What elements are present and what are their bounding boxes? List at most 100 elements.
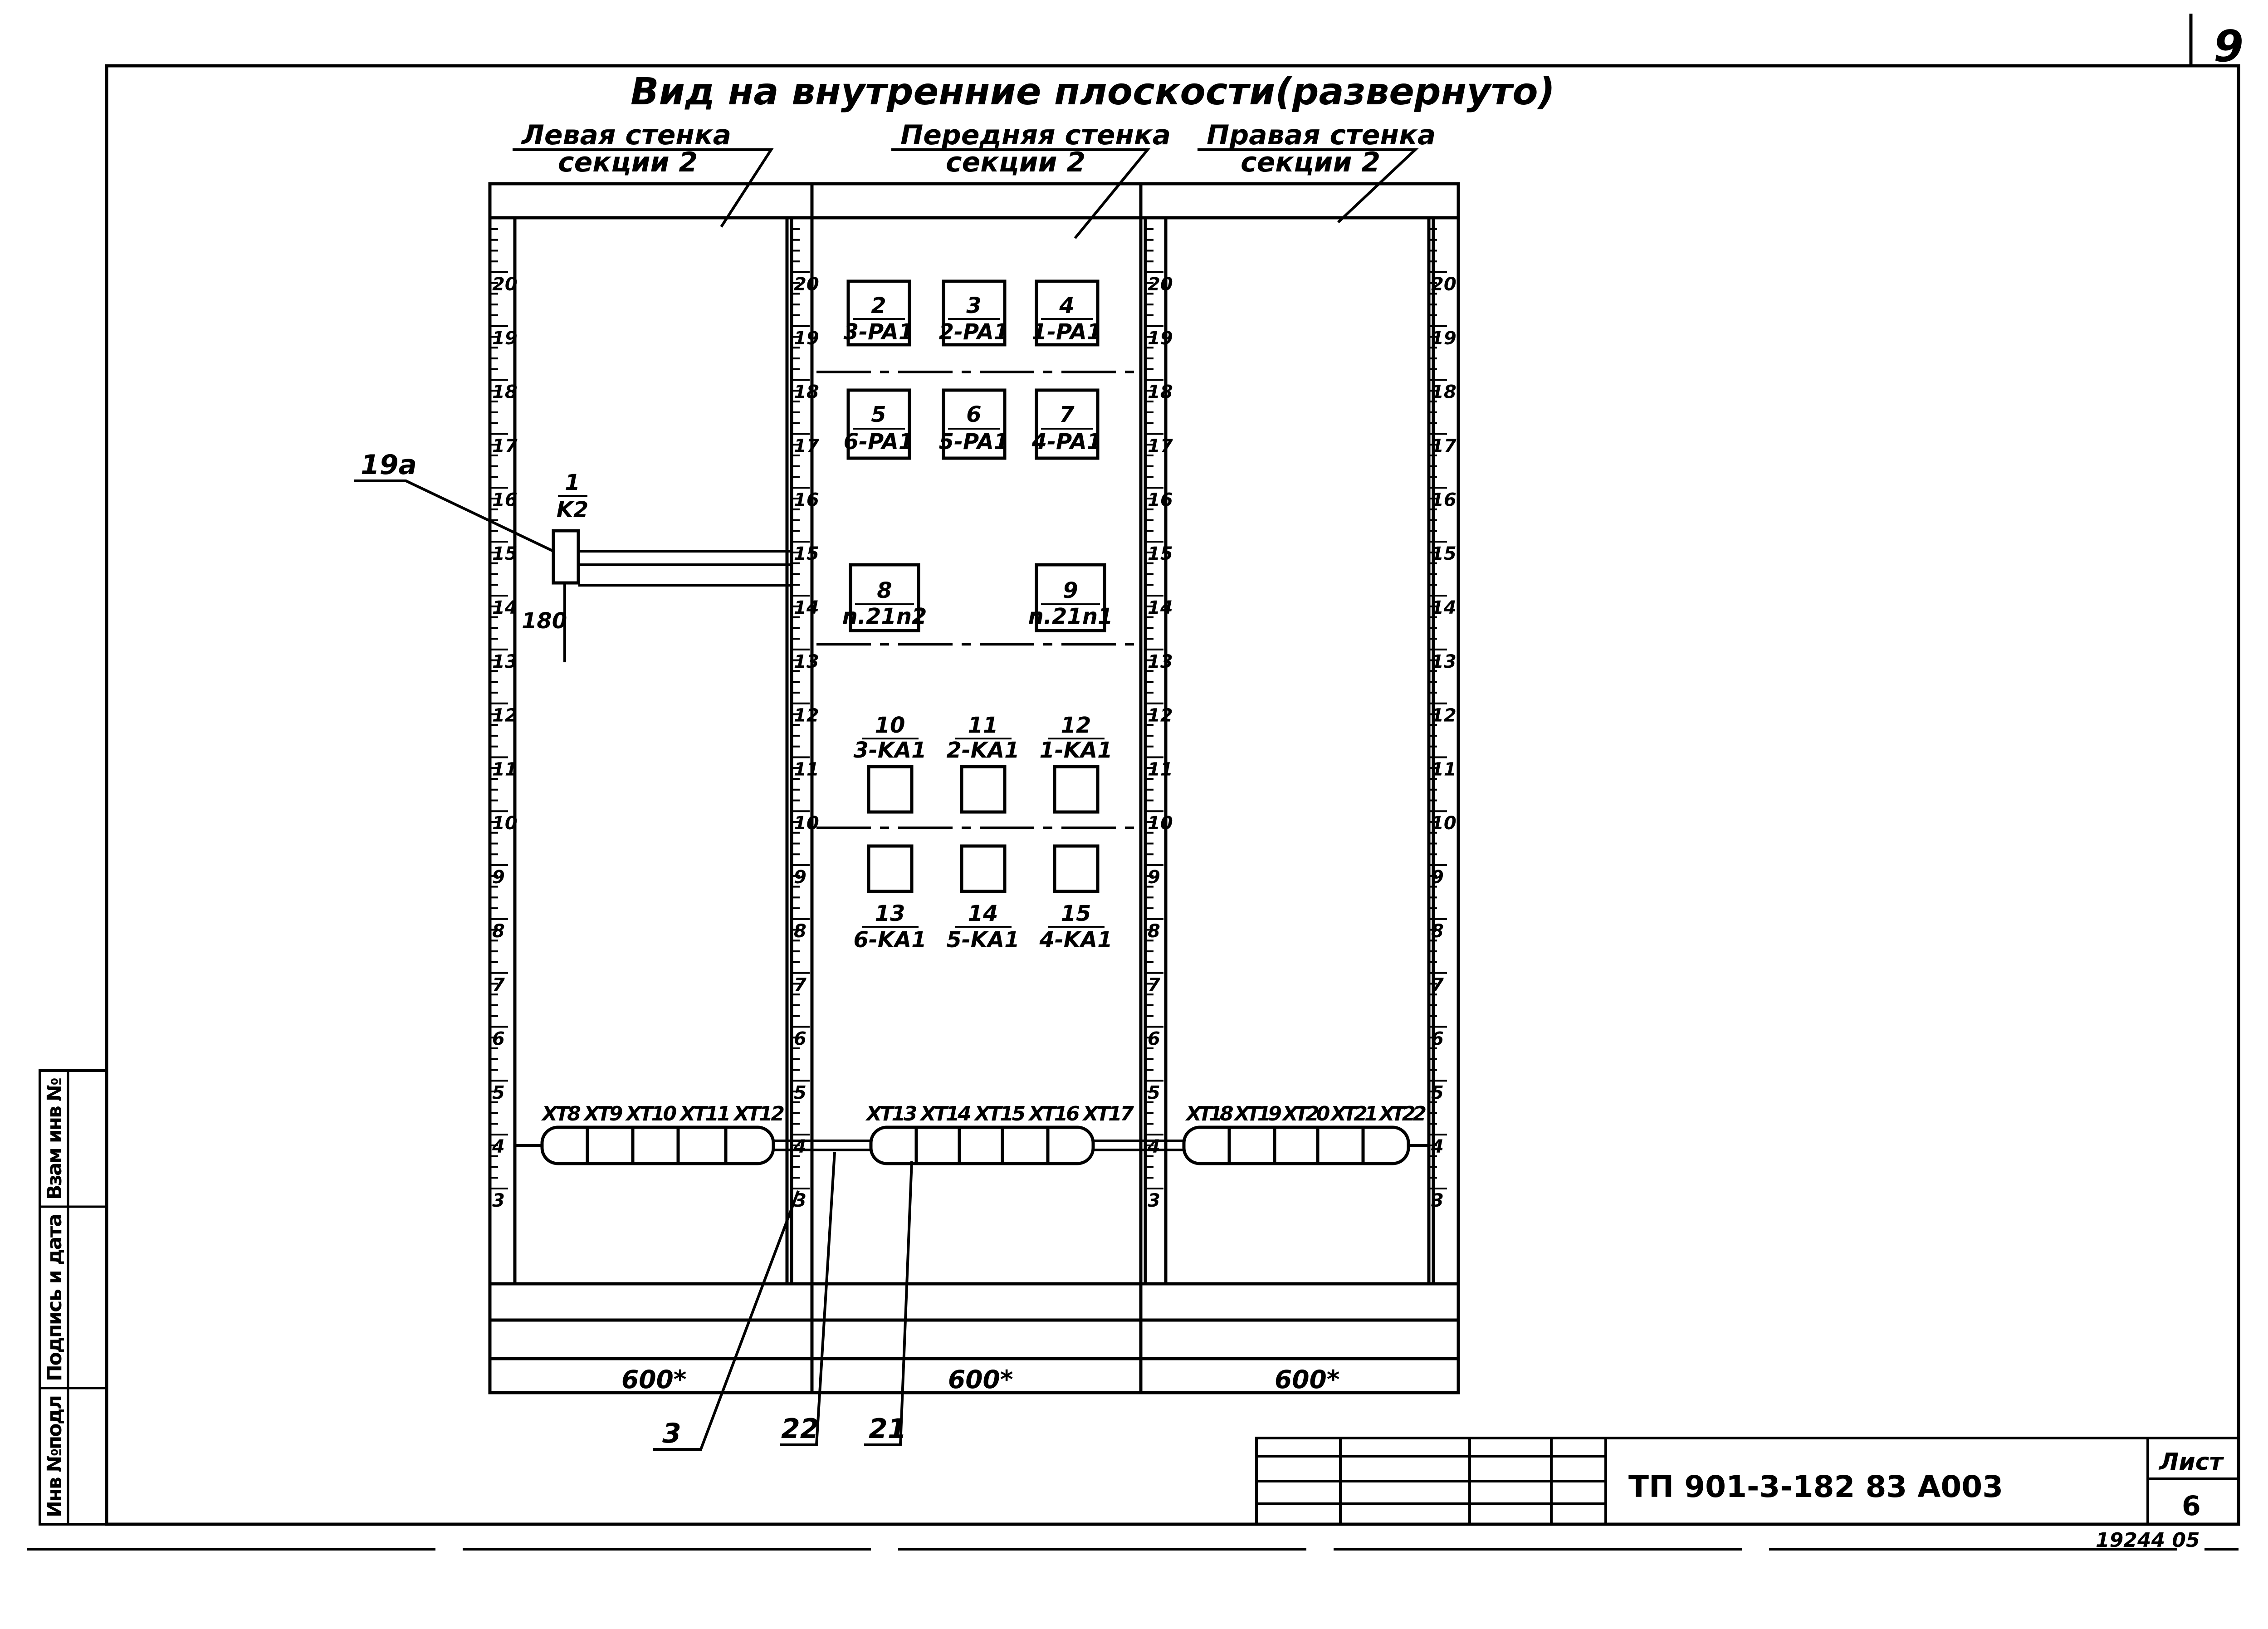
- device-box-6: [942, 388, 1007, 460]
- section-right-line1: Правая стенка: [1207, 119, 1436, 151]
- scale-number: 11: [1148, 759, 1173, 780]
- scale-number: 18: [794, 382, 819, 403]
- scale-number: 15: [794, 543, 819, 564]
- callout-22: 22: [781, 1413, 819, 1445]
- device-code-6: 5-PA1: [939, 429, 1009, 455]
- title-block: [1255, 1437, 2240, 1526]
- scale-number: 10: [794, 813, 819, 834]
- callout-19a: 19a: [361, 449, 417, 481]
- scale-number: 16: [1431, 489, 1457, 510]
- scale-number: 17: [1148, 435, 1173, 456]
- device-code-3: 2-PA1: [939, 319, 1009, 345]
- scale-number: 9: [1431, 867, 1444, 888]
- scale-number: 14: [1431, 597, 1457, 618]
- device-num-15: 15: [1061, 901, 1091, 926]
- device-code-15: 4-KA1: [1039, 927, 1112, 953]
- device-box-2: [846, 279, 911, 347]
- section-front-line2: секции 2: [946, 147, 1085, 178]
- scale-number: 10: [1148, 813, 1173, 834]
- scale-number: 8: [1148, 921, 1160, 942]
- scale-number: 17: [492, 435, 518, 456]
- designation: ТП 901-3-182 83 А003: [1628, 1469, 2003, 1504]
- device-num-3: 3: [966, 293, 981, 318]
- device-box-4: [1035, 279, 1100, 347]
- terminal-interconnect: [515, 1140, 1429, 1151]
- device-num-11: 11: [968, 713, 998, 738]
- device-num-13: 13: [875, 901, 905, 926]
- drawing-title: Вид на внутренние плоскости(развернуто): [631, 70, 1555, 113]
- device-code-8: n.21n2: [842, 604, 927, 629]
- terminal-labels-right: XT18 XT19 XT20 XT21 XT22: [1185, 1102, 1427, 1125]
- scale-number: 13: [492, 651, 518, 672]
- left-cable: [563, 550, 792, 662]
- terminal-labels-left: XT8 XT9 XT10 XT11 XT12: [541, 1102, 785, 1125]
- scale-number: 19: [1148, 328, 1173, 349]
- side-inv-orig: Инв №подл: [43, 1395, 66, 1517]
- scale-number: 20: [1148, 274, 1173, 295]
- scale-number: 9: [1148, 867, 1160, 888]
- scale-number: 4: [1147, 1136, 1160, 1157]
- device-box-11: [960, 765, 1007, 814]
- sheet-label: Лист: [2158, 1448, 2224, 1476]
- scale-number: 4: [793, 1136, 807, 1157]
- scale-number: 18: [1431, 382, 1457, 403]
- device-box-7: [1035, 388, 1100, 460]
- device-code-12: 1-KA1: [1039, 738, 1112, 763]
- scale-number: 6: [1148, 1029, 1160, 1050]
- device-code-9: n.21n1: [1028, 604, 1113, 629]
- device-box-10: [867, 765, 914, 814]
- scale-number: 4: [1431, 1136, 1444, 1157]
- scale-number: 5: [492, 1082, 505, 1103]
- device-code-7: 4-PA1: [1031, 429, 1102, 455]
- scale-number: 19: [492, 328, 518, 349]
- scale-number: 7: [1431, 975, 1444, 996]
- scale-number: 3: [1431, 1190, 1444, 1211]
- scale-number: 13: [1148, 651, 1173, 672]
- callout-3: 3: [662, 1418, 681, 1449]
- terminal-block-right: [1182, 1125, 1410, 1165]
- scale-number: 16: [794, 489, 819, 510]
- scale-number: 19: [794, 328, 819, 349]
- scale-number: 6: [1431, 1029, 1444, 1050]
- scale-number: 13: [794, 651, 819, 672]
- scale-number: 5: [1431, 1082, 1444, 1103]
- scale-number: 19: [1431, 328, 1457, 349]
- scale-number: 8: [794, 921, 807, 942]
- device-box-13: [867, 844, 914, 893]
- scale-rails: [490, 228, 1447, 1189]
- scale-number: 3: [794, 1190, 807, 1211]
- scale-number: 6: [794, 1029, 807, 1050]
- scale-number: 7: [1148, 975, 1160, 996]
- device-num-14: 14: [968, 901, 998, 926]
- scale-number: 10: [1431, 813, 1457, 834]
- device-num-9: 9: [1063, 578, 1078, 603]
- device-code-13: 6-KA1: [853, 927, 926, 953]
- dim-left: 600*: [621, 1365, 687, 1394]
- scale-number: 7: [492, 975, 505, 996]
- scale-number: 15: [1148, 543, 1173, 564]
- scale-number: 4: [492, 1136, 505, 1157]
- side-stamp-box: [39, 1069, 108, 1526]
- device-box-15: [1053, 844, 1100, 893]
- scale-number: 20: [492, 274, 518, 295]
- left-device-num: 1: [565, 470, 580, 495]
- leader-lines: [354, 148, 1419, 1451]
- scale-number: 12: [1431, 705, 1457, 726]
- front-wall-dividers: [816, 371, 1136, 829]
- device-num-5: 5: [871, 402, 886, 427]
- left-device-dim: 180: [522, 608, 567, 634]
- scale-number: 15: [492, 543, 518, 564]
- dim-right: 600*: [1275, 1365, 1340, 1394]
- corner-sheet-number: 9: [2214, 22, 2244, 72]
- scale-number: 11: [1431, 759, 1457, 780]
- scale-number: 10: [492, 813, 518, 834]
- device-code-14: 5-KA1: [946, 927, 1019, 953]
- device-box-8: [849, 563, 920, 632]
- device-num-4: 4: [1059, 293, 1074, 318]
- device-num-10: 10: [875, 713, 905, 738]
- device-code-11: 2-KA1: [946, 738, 1019, 763]
- callout-21: 21: [869, 1413, 907, 1445]
- terminal-labels-front: XT13 XT14 XT15 XT16 XT17: [865, 1102, 1134, 1125]
- dim-front: 600*: [948, 1365, 1013, 1394]
